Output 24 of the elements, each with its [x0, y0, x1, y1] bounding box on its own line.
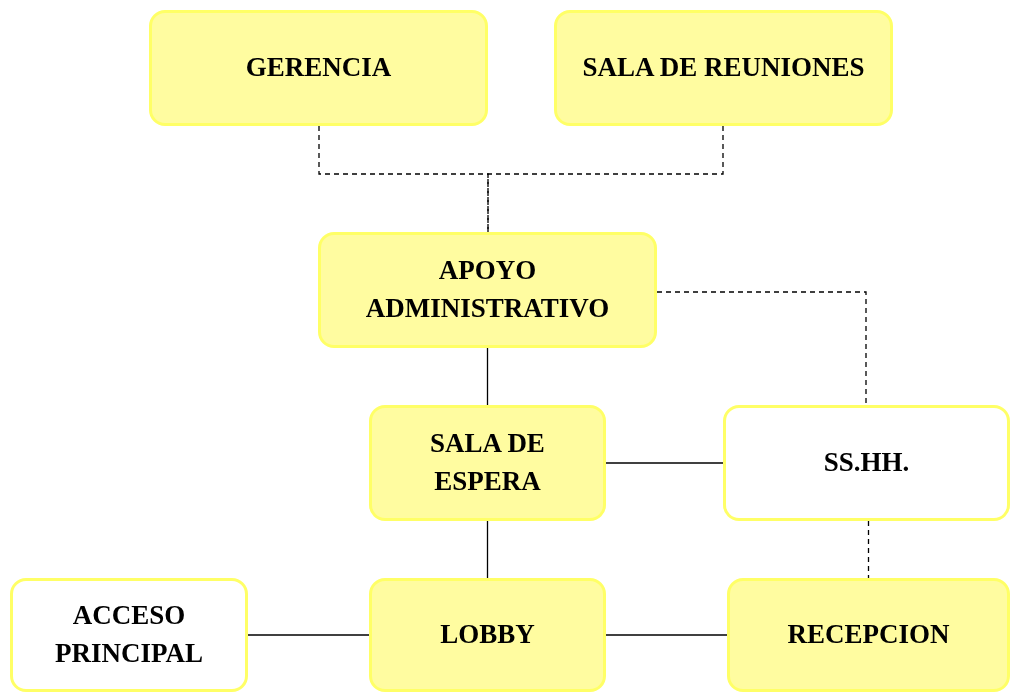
connector-line	[247, 634, 370, 636]
connector-line	[656, 291, 867, 406]
room-box	[369, 405, 606, 521]
room-label: SALA DE ESPERA	[429, 427, 546, 498]
room-box	[727, 578, 1010, 692]
room-box	[723, 405, 1010, 521]
connector-line	[867, 520, 870, 579]
connector-line	[486, 520, 489, 579]
room-label: APOYO ADMINISTRATIVO	[364, 254, 611, 325]
room-label: ACCESO PRINCIPAL	[54, 599, 204, 670]
connector-line	[318, 125, 489, 233]
connector-line	[486, 347, 489, 406]
room-box	[369, 578, 606, 692]
room-box	[149, 10, 488, 126]
room-box	[10, 578, 248, 692]
room-label: SALA DE REUNIONES	[582, 51, 865, 85]
room-box	[554, 10, 893, 126]
connector-line	[605, 634, 728, 636]
room-box	[318, 232, 657, 348]
connector-line	[605, 462, 724, 464]
room-label: LOBBY	[440, 618, 535, 652]
room-label: RECEPCION	[787, 618, 950, 652]
room-label: GERENCIA	[245, 51, 392, 85]
room-label: SS.HH.	[823, 446, 910, 480]
